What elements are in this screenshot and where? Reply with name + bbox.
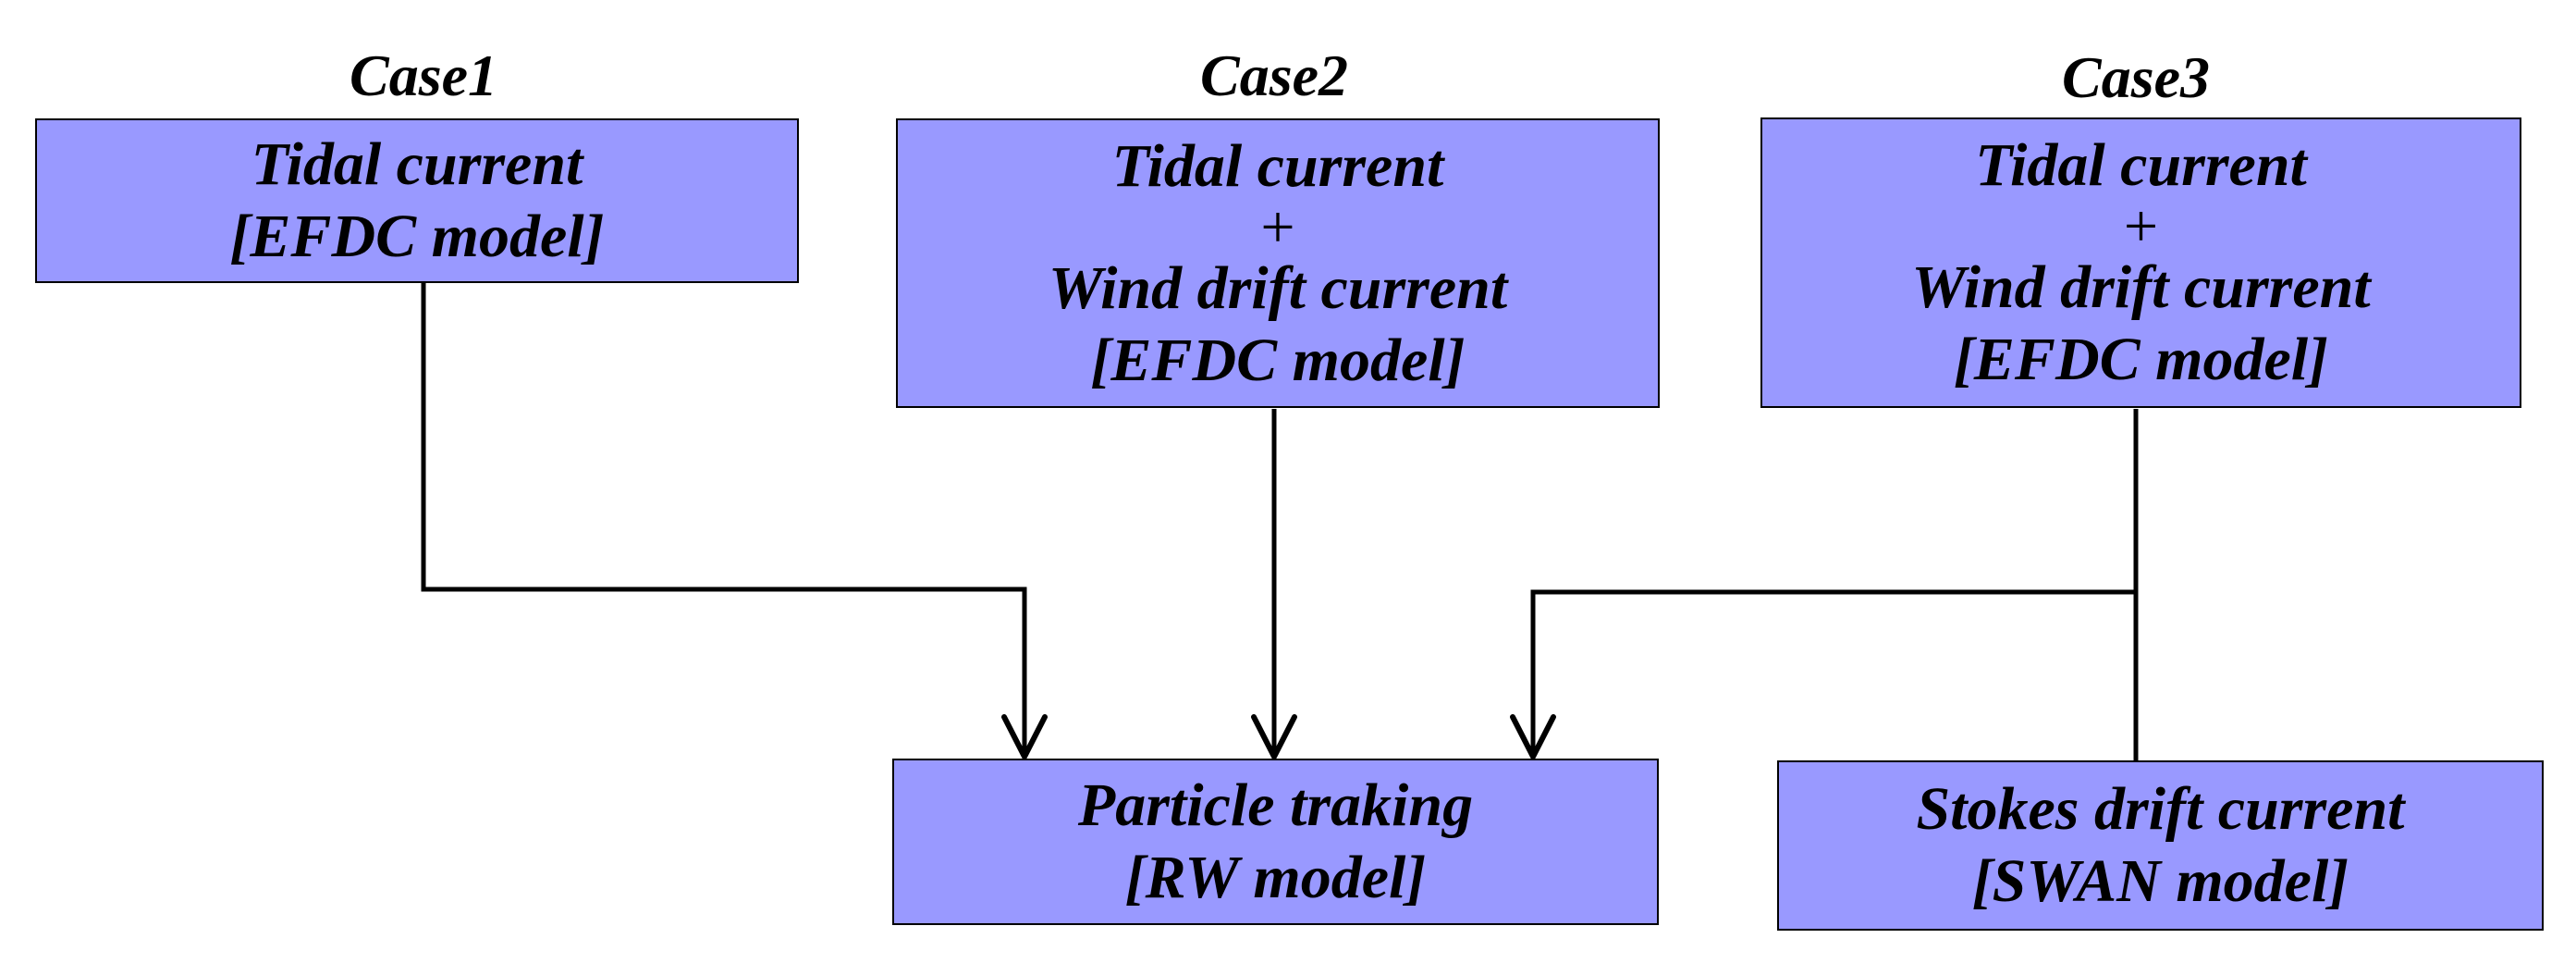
case2-line-4: [EFDC model] xyxy=(1090,326,1466,394)
case3-line-3: Wind drift current xyxy=(1911,253,2371,321)
case2-line-1: Tidal current xyxy=(1111,131,1444,200)
case3-line-4: [EFDC model] xyxy=(1953,326,2329,393)
case3-branch-connector xyxy=(1530,589,2136,754)
case2-plus-sign: + xyxy=(1260,192,1295,261)
case1-title: Case1 xyxy=(350,43,497,108)
case1-arrowhead xyxy=(1001,714,1048,759)
case3-line-1: Tidal current xyxy=(1975,131,2307,199)
particle-tracking-box: Particle traking [RW model] xyxy=(892,759,1659,925)
case3-box: Tidal current + Wind drift current [EFDC… xyxy=(1760,117,2521,408)
stokes-drift-box: Stokes drift current [SWAN model] xyxy=(1777,760,2544,931)
case1-connector xyxy=(421,282,1027,754)
case2-line-3: Wind drift current xyxy=(1048,253,1508,322)
case1-box: Tidal current [EFDC model] xyxy=(35,118,799,283)
particle-line-2: [RW model] xyxy=(1124,844,1427,911)
particle-line-1: Particle traking xyxy=(1077,772,1474,839)
case3-title: Case3 xyxy=(2062,44,2210,110)
case2-title: Case2 xyxy=(1200,43,1348,108)
case3-arrowhead xyxy=(1510,714,1556,759)
case1-line-1: Tidal current xyxy=(251,130,583,198)
case1-line-2: [EFDC model] xyxy=(229,203,605,270)
case2-arrowhead xyxy=(1251,714,1297,759)
stokes-line-1: Stokes drift current xyxy=(1916,775,2405,843)
case3-plus-sign: + xyxy=(2123,192,2159,260)
case2-box: Tidal current + Wind drift current [EFDC… xyxy=(896,118,1660,408)
stokes-line-2: [SWAN model] xyxy=(1971,847,2349,915)
